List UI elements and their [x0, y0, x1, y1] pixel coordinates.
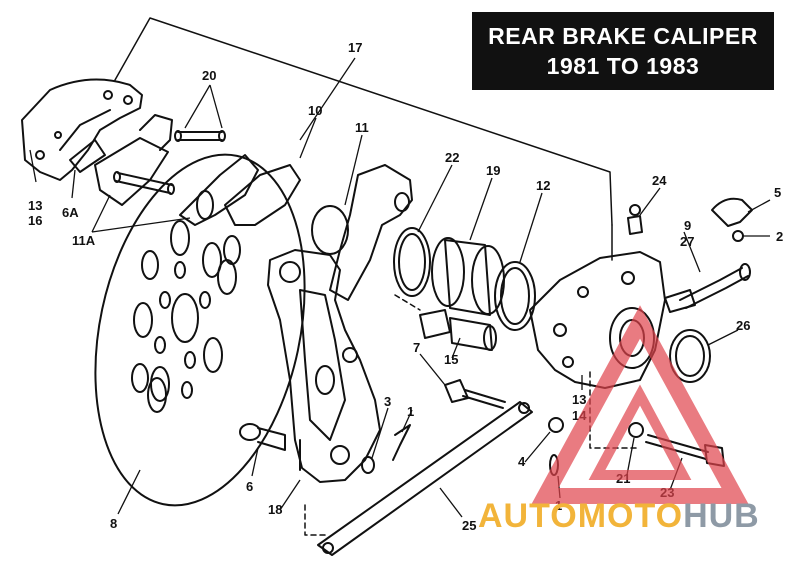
callout-12: 12 — [536, 178, 550, 193]
brake-pads — [94, 114, 301, 226]
callout-26: 26 — [736, 318, 750, 333]
title-box: REAR BRAKE CALIPER 1981 TO 1983 — [472, 12, 774, 90]
callout-17: 17 — [348, 40, 362, 55]
callout-15: 15 — [444, 352, 458, 367]
callout-25: 25 — [462, 518, 476, 533]
callout-1-top: 1 — [407, 404, 414, 419]
torque-link — [317, 401, 533, 556]
bushings — [419, 309, 497, 351]
brake-hose — [664, 263, 751, 313]
inner-bracket — [311, 164, 413, 363]
washer-3 — [361, 456, 375, 474]
callout-19: 19 — [486, 163, 500, 178]
callout-7: 7 — [413, 340, 420, 355]
watermark-part-2: HUB — [683, 497, 760, 535]
mounting-bracket — [267, 249, 381, 483]
brake-disc — [94, 153, 306, 507]
callout-27: 27 — [680, 234, 694, 249]
cotter-pin-1 — [392, 424, 411, 461]
o-ring-26 — [669, 329, 711, 383]
pad-pins — [113, 130, 226, 195]
watermark-triangle-logo — [531, 305, 749, 504]
callout-1-bottom: 1 — [555, 498, 562, 513]
callout-3: 3 — [384, 394, 391, 409]
bleeder-valve — [627, 204, 643, 235]
assembly-bracket-17 — [114, 17, 613, 226]
hose-clamp — [711, 197, 753, 242]
bolt-7 — [444, 379, 506, 409]
title-line-2: 1981 TO 1983 — [546, 53, 700, 79]
callout-16: 16 — [28, 213, 42, 228]
callout-9: 9 — [684, 218, 691, 233]
callout-5: 5 — [774, 185, 781, 200]
callout-8: 8 — [110, 516, 117, 531]
callout-11a: 11A — [72, 233, 96, 248]
callout-22: 22 — [445, 150, 459, 165]
callout-6: 6 — [246, 479, 253, 494]
outer-caliper-housing — [21, 78, 143, 181]
pivot-pin-6 — [239, 423, 286, 451]
callout-13-top: 13 — [28, 198, 42, 213]
piston-seals — [393, 227, 536, 331]
callout-4: 4 — [518, 454, 526, 469]
callout-11: 11 — [355, 120, 369, 135]
watermark-text: AUTOMOTOHUB — [478, 496, 760, 536]
title-line-1: REAR BRAKE CALIPER — [488, 23, 758, 49]
nut-4 — [548, 417, 564, 433]
callout-10: 10 — [308, 103, 322, 118]
callout-6a: 6A — [62, 205, 79, 220]
callout-20: 20 — [202, 68, 216, 83]
watermark-part-1: AUTOMOTO — [478, 497, 684, 535]
callout-13-bottom: 13 — [572, 392, 586, 407]
callout-24: 24 — [652, 173, 667, 188]
washer-21 — [628, 422, 644, 438]
callout-18: 18 — [268, 502, 282, 517]
callout-2: 2 — [776, 229, 783, 244]
